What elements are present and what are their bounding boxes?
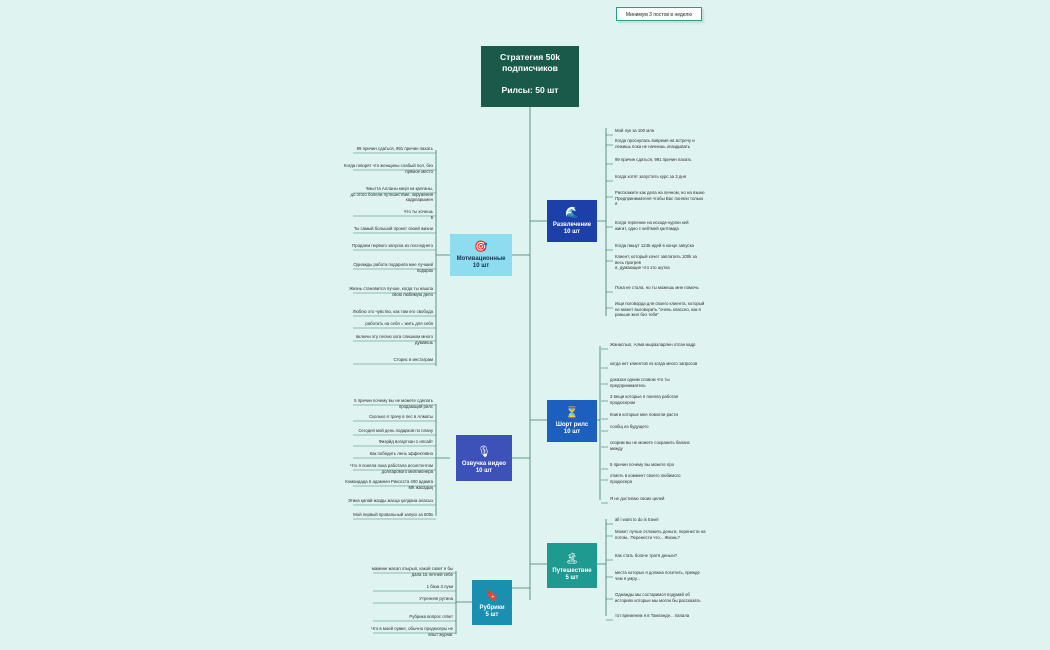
leaf-voiceover-1[interactable]: Сколько я трачу в пес в Алматы bbox=[368, 414, 433, 419]
root-subtitle: Рилсы: 50 шт bbox=[501, 85, 559, 95]
leaf-motivational-5[interactable]: Продаем первого запуска из последнего bbox=[352, 243, 433, 248]
leaf-rubrics-1[interactable]: 1 база 3 луки bbox=[426, 584, 453, 589]
leaf-entertainment-4[interactable]: Расскажите как дела на личном, но на язы… bbox=[615, 190, 705, 207]
leaf-voiceover-5[interactable]: Что я поняла пока работала ассистентом д… bbox=[350, 463, 433, 474]
frequency-note[interactable]: Минимум 3 постов в неделю bbox=[616, 7, 702, 21]
branch-entertainment-title: Развлечение 10 шт bbox=[552, 222, 592, 235]
leaf-rubrics-2[interactable]: Утренняя рутина bbox=[419, 596, 453, 601]
leaf-voiceover-2[interactable]: Сегодня мой день подарков по плану bbox=[358, 428, 433, 433]
leaf-motivational-2[interactable]: Ұмыттa Алланы көңіл кө қалғаны, до этого… bbox=[350, 186, 433, 203]
leaf-entertainment-5[interactable]: Когда терпение на исходе-кургки кей жиги… bbox=[615, 220, 689, 231]
leaf-travel-4[interactable]: Однажды мы состаримся подумай об история… bbox=[615, 592, 701, 603]
branch-travel-title: Путешествие 5 шт bbox=[552, 568, 592, 581]
leaf-motivational-1[interactable]: Когда говорят что женщины слабый пол, бе… bbox=[343, 163, 433, 174]
leaf-shorts-0[interactable]: Жанаспыл, Алма мыразларлен отсан кадр bbox=[610, 342, 696, 347]
branch-motivational[interactable]: 🎯 Мотивационные 10 шт bbox=[450, 234, 512, 276]
branch-shorts[interactable]: ⏳ Шорт рилс 10 шт bbox=[547, 400, 597, 442]
hourglass-icon: ⏳ bbox=[565, 407, 579, 419]
root-title-line2: подписчиков bbox=[502, 63, 558, 73]
leaf-shorts-9[interactable]: Я не достигаю своих целей bbox=[610, 496, 665, 501]
root-title-line1: Стратегия 50k bbox=[499, 52, 561, 62]
leaf-travel-1[interactable]: Может лучше отложить деньги, перенести н… bbox=[615, 529, 706, 540]
branch-rubrics-title: Рубрики 5 шт bbox=[479, 605, 505, 618]
leaf-entertainment-2[interactable]: 99 причин сдаться, 991 причин пахать bbox=[615, 157, 692, 162]
leaf-travel-5[interactable]: тот временем я в Таиланде... папала bbox=[615, 613, 690, 618]
branch-shorts-title: Шорт рилс 10 шт bbox=[555, 422, 589, 435]
leaf-travel-3[interactable]: места которых я должна посетить, прежде … bbox=[615, 570, 700, 581]
root-node[interactable]: Стратегия 50k подписчиков Рилсы: 50 шт bbox=[481, 46, 579, 107]
leaf-rubrics-4[interactable]: Что в моей сумке, обычно продюсеры не вл… bbox=[371, 626, 453, 637]
leaf-travel-2[interactable]: Как стать богаче тратя деньги? bbox=[615, 553, 678, 558]
leaf-voiceover-4[interactable]: Как победить лень эффективно bbox=[369, 451, 433, 456]
leaf-voiceover-0[interactable]: 5 причин почему вы не можете сделать про… bbox=[354, 398, 433, 409]
leaf-shorts-7[interactable]: 5 причин почему вы можете про bbox=[610, 462, 675, 467]
branch-entertainment[interactable]: 🌊 Развлечение 10 шт bbox=[547, 200, 597, 242]
branch-travel[interactable]: 🏝 Путешествие 5 шт bbox=[547, 543, 597, 588]
leaf-voiceover-3[interactable]: Фиэрйд вогартхан 1 ипсайт bbox=[378, 439, 433, 444]
target-icon: 🎯 bbox=[474, 241, 488, 253]
leaf-travel-0[interactable]: all i want to do is travel bbox=[615, 517, 659, 522]
leaf-motivational-10[interactable]: включи эту песню хога слишком много дума… bbox=[356, 334, 433, 345]
leaf-entertainment-3[interactable]: Когда хотят запустить курс за 3 дня bbox=[615, 174, 687, 179]
leaf-motivational-9[interactable]: работать на себя = жить для себя bbox=[365, 321, 433, 326]
leaf-rubrics-3[interactable]: Рубрика вопрос ответ bbox=[409, 614, 453, 619]
leaf-motivational-8[interactable]: Люблю это чувство, как там его свобода bbox=[352, 309, 433, 314]
leaf-entertainment-6[interactable]: Когда пишут 1245 идей в конце запуска bbox=[615, 243, 694, 248]
leaf-motivational-7[interactable]: Жизнь становится лучше, когда ты нашла с… bbox=[349, 286, 433, 297]
leaf-shorts-3[interactable]: 3 вещи которые я поняла работая продюсер… bbox=[610, 394, 679, 405]
leaf-voiceover-8[interactable]: Мой первый провальный запуск за 600к bbox=[353, 512, 433, 517]
leaf-shorts-1[interactable]: когда нет клиентов vs когда много запрос… bbox=[610, 361, 698, 366]
leaf-entertainment-0[interactable]: Мой лук за 100 млн bbox=[615, 128, 655, 133]
leaf-entertainment-7[interactable]: Клиент, который хочет заплатить 100k за … bbox=[615, 254, 697, 271]
branch-voiceover-title: Озвучка видео 10 шт bbox=[461, 461, 507, 474]
leaf-motivational-6[interactable]: Однажды работа подарила мне лучший подар… bbox=[353, 262, 433, 273]
leaf-entertainment-1[interactable]: Когда проснулась вовремя на встречу и ле… bbox=[615, 138, 695, 149]
microphone-icon: 🎙 bbox=[477, 446, 491, 458]
tag-icon: 🔖 bbox=[485, 590, 499, 602]
leaf-entertainment-8[interactable]: Пока не стала, но ты можешь мне помочь bbox=[615, 285, 699, 290]
branch-voiceover[interactable]: 🎙 Озвучка видео 10 шт bbox=[456, 435, 512, 481]
leaf-rubrics-0[interactable]: мамине жасап отырып, какой совет я бы да… bbox=[371, 566, 453, 577]
leaf-voiceover-7[interactable]: Этика қалай жазды жасца қолдана аласыз bbox=[347, 498, 433, 503]
leaf-shorts-8[interactable]: отметь в коммент своего любимого продюсе… bbox=[610, 473, 681, 484]
branch-rubrics[interactable]: 🔖 Рубрики 5 шт bbox=[472, 580, 512, 625]
branch-motivational-title: Мотивационные 10 шт bbox=[456, 256, 506, 269]
leaf-entertainment-9[interactable]: Ищи поговорда для своего клиента, которы… bbox=[615, 301, 705, 318]
leaf-motivational-3[interactable]: Что ты хочешь в bbox=[403, 209, 433, 220]
leaf-shorts-6[interactable]: спорим вы не можете сохранить баланс меж… bbox=[610, 440, 691, 451]
leaf-shorts-2[interactable]: доказан одним словом что ты предпринимат… bbox=[610, 377, 670, 388]
leaf-motivational-4[interactable]: Ты самый большой проект своей жизни bbox=[353, 226, 433, 231]
leaf-motivational-11[interactable]: Сторис в инстаграм bbox=[393, 357, 433, 362]
island-icon: 🏝 bbox=[565, 553, 579, 565]
leaf-shorts-4[interactable]: Книги которые мне помогли расти bbox=[610, 412, 678, 417]
leaf-shorts-5[interactable]: сообщ из будущего bbox=[610, 424, 649, 429]
wave-icon: 🌊 bbox=[565, 207, 579, 219]
leaf-motivational-0[interactable]: 99 причин сдаться, 991 причин пахать bbox=[356, 146, 433, 151]
leaf-voiceover-6[interactable]: Командада 6 адамнен Рикосста 400 адамға … bbox=[345, 479, 433, 490]
